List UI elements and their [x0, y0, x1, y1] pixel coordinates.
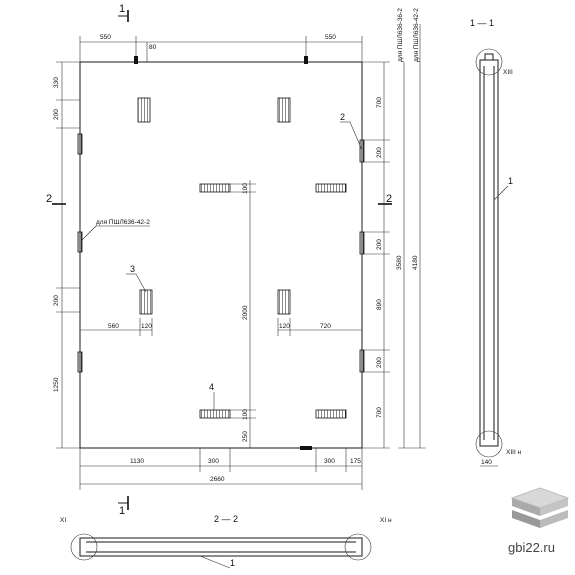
dim-inner-250: 250	[242, 431, 249, 442]
embedded-part	[277, 97, 291, 123]
note-left: для ПШЛ636-42-2	[96, 219, 150, 226]
node-circle-bottom	[475, 430, 503, 458]
section-1-1-mark-bottom: XIII н	[506, 449, 522, 456]
side-plate	[77, 231, 83, 253]
dim-inner-720: 720	[320, 323, 331, 330]
section-1-1-outline	[479, 59, 499, 447]
section-2-2-mark-right: XI н	[380, 517, 392, 524]
note-right-42: для ПШЛ636-42-2	[413, 8, 420, 62]
callout-3: 3	[130, 264, 135, 274]
node-circle-left	[70, 533, 98, 561]
dim-top-gap: 80	[149, 44, 157, 51]
section-2-2: 2 — 2 XI XI н 1	[60, 514, 392, 569]
dim-right-890: 890	[376, 299, 383, 310]
embedded-part	[315, 183, 347, 193]
dim-left-330: 330	[53, 77, 60, 88]
dim-bottom-175: 175	[350, 458, 361, 465]
dim-inner-100b: 100	[242, 409, 249, 420]
side-plate	[77, 351, 83, 373]
callout-4: 4	[209, 382, 214, 392]
dim-overall-4180: 4180	[412, 255, 419, 270]
dim-right-700b: 700	[376, 407, 383, 418]
dim-top-right: 550	[325, 34, 336, 41]
dim-right-200c: 200	[376, 357, 383, 368]
side-plate	[359, 231, 365, 255]
dim-bottom-300b: 300	[324, 458, 335, 465]
embedded-part	[277, 289, 291, 315]
side-plate	[359, 349, 365, 373]
embedded-part	[199, 409, 231, 419]
dim-bottom-1130: 1130	[130, 458, 144, 465]
embedded-part	[137, 97, 151, 123]
section-1-1-mark-top: XIII	[503, 69, 513, 76]
section-2-2-callout: 1	[230, 558, 235, 568]
section-2-2-title: 2 — 2	[214, 514, 238, 524]
dim-inner-120a: 120	[141, 323, 152, 330]
section-1-1-title: 1 — 1	[470, 18, 494, 28]
section-1-1: 1 — 1 XIII XIII н 1 140	[470, 18, 522, 467]
side-plate	[359, 139, 365, 163]
embedded-part	[315, 409, 347, 419]
brand-logo	[510, 487, 570, 528]
dim-inner-2000: 2000	[242, 305, 249, 320]
dim-overall-3580: 3580	[396, 255, 403, 270]
section-mark-left: 2	[46, 193, 52, 205]
lifting-loop	[304, 56, 308, 64]
callout-2: 2	[340, 112, 345, 122]
embedded-part	[139, 289, 153, 315]
lifting-loop	[134, 56, 138, 64]
dim-bottom-2660: 2660	[210, 476, 225, 483]
node-circle-top	[475, 48, 503, 76]
dim-left-200a: 200	[53, 109, 60, 120]
section-1-1-callout: 1	[508, 176, 513, 186]
section-mark-right: 2	[386, 193, 392, 205]
section-2-2-outline	[79, 537, 363, 557]
panel-plan: 1 1 2 2 550 80 550 330 200 200 1250	[46, 3, 426, 517]
dim-inner-100a: 100	[242, 183, 249, 194]
dim-left-200b: 200	[53, 295, 60, 306]
dim-inner-560: 560	[108, 323, 119, 330]
brand-text: gbi22.ru	[508, 540, 555, 555]
section-2-2-mark-left: XI	[60, 517, 66, 524]
dim-inner-120b: 120	[279, 323, 290, 330]
dim-left-1250: 1250	[53, 377, 60, 392]
dim-right-200b: 200	[376, 239, 383, 250]
dim-right-200a: 200	[376, 147, 383, 158]
dim-right-700a: 700	[376, 97, 383, 108]
section-1-1-dim: 140	[481, 459, 492, 466]
section-mark-bottom: 1	[119, 505, 125, 517]
embedded-part	[199, 183, 231, 193]
panel-outline	[79, 61, 363, 449]
side-plate	[77, 133, 83, 155]
dim-bottom-300a: 300	[208, 458, 219, 465]
node-circle-right	[344, 533, 372, 561]
dim-top-left: 550	[100, 34, 111, 41]
section-mark-top: 1	[119, 3, 125, 15]
note-right-36: для ПШЛ636-36-2	[397, 8, 404, 62]
